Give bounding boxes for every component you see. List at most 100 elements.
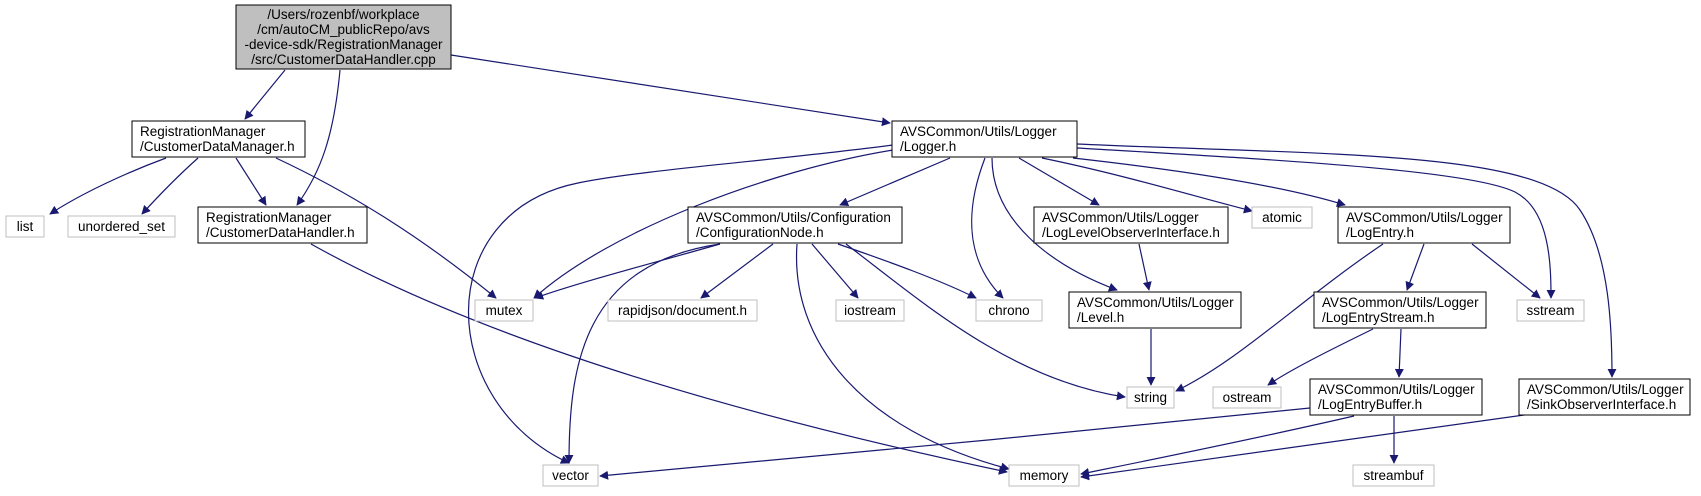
node-label-line: AVSCommon/Utils/Configuration [696,210,891,225]
edge-logentry-to-sstream [1471,243,1541,299]
node-label-line: AVSCommon/Utils/Logger [1346,210,1503,225]
edge-logger-to-confnode [839,157,951,206]
node-vector[interactable]: vector [542,464,599,487]
edge-logentrystream-to-ostream [1267,328,1374,386]
node-label-line: atomic [1262,210,1302,225]
node-logentry[interactable]: AVSCommon/Utils/Logger/LogEntry.h [1337,206,1511,244]
node-level[interactable]: AVSCommon/Utils/Logger/Level.h [1068,291,1242,329]
edges-layer [49,54,1617,481]
node-label-line: /cm/autoCM_publicRepo/avs [257,22,430,37]
node-label-line: list [17,219,34,234]
node-atomic[interactable]: atomic [1251,206,1313,229]
node-label-line: /Logger.h [900,139,956,154]
edge-confnode-to-vector [564,243,721,464]
edge-logger-to-sinkobs [1076,143,1617,378]
edge-root-to-logger [450,54,891,127]
node-label-line: /LogEntryBuffer.h [1318,397,1422,412]
node-label-line: rapidjson/document.h [618,303,747,318]
node-confnode[interactable]: AVSCommon/Utils/Configuration/Configurat… [687,206,903,244]
node-loglevelobs[interactable]: AVSCommon/Utils/Logger/LogLevelObserverI… [1033,206,1229,244]
node-box [1313,291,1487,329]
node-list[interactable]: list [5,215,45,238]
node-label-line: /SinkObserverInterface.h [1527,397,1676,412]
node-box [1309,378,1483,416]
node-label-line: /LogEntryStream.h [1322,310,1435,325]
node-label-line: /src/CustomerDataHandler.cpp [251,52,436,67]
node-label-line: /LogEntry.h [1346,225,1414,240]
node-logentrystream[interactable]: AVSCommon/Utils/Logger/LogEntryStream.h [1313,291,1487,329]
node-label-line: /Level.h [1077,310,1124,325]
node-cdm[interactable]: RegistrationManager/CustomerDataManager.… [131,120,306,158]
edge-cdm-to-mutex [275,157,497,299]
node-box [1126,386,1175,409]
edge-cdh-to-memory [310,243,1008,475]
node-label-line: AVSCommon/Utils/Logger [1322,295,1479,310]
node-box [835,299,905,322]
node-chrono[interactable]: chrono [975,299,1043,322]
node-cdh[interactable]: RegistrationManager/CustomerDataHandler.… [197,206,368,244]
edge-confnode-to-mutex [534,243,721,300]
node-root[interactable]: /Users/rozenbf/workplace/cm/autoCM_publi… [235,4,452,70]
node-label-line: RegistrationManager [140,124,266,139]
node-box [197,206,368,244]
node-label-line: string [1134,390,1167,405]
node-box [1518,378,1691,416]
node-box [1352,464,1435,487]
node-label-line: AVSCommon/Utils/Logger [1077,295,1234,310]
node-label-line: chrono [988,303,1029,318]
node-box [1337,206,1511,244]
edge-logentrybuffer-to-vector [599,407,1311,480]
node-sinkobs[interactable]: AVSCommon/Utils/Logger/SinkObserverInter… [1518,378,1691,416]
node-string[interactable]: string [1126,386,1175,409]
node-label-line: AVSCommon/Utils/Logger [900,124,1057,139]
node-logentrybuffer[interactable]: AVSCommon/Utils/Logger/LogEntryBuffer.h [1309,378,1483,416]
node-sstream[interactable]: sstream [1516,299,1585,322]
edge-logger-to-loglevelobs [1018,157,1100,206]
node-box [1516,299,1585,322]
node-box [542,464,599,487]
node-box [131,120,306,158]
node-box [1033,206,1229,244]
node-box [891,120,1078,158]
nodes-layer: /Users/rozenbf/workplace/cm/autoCM_publi… [5,4,1691,487]
node-ostream[interactable]: ostream [1212,386,1282,409]
edge-logger-to-atomic [1041,157,1253,214]
edge-confnode-to-string [845,243,1126,401]
node-label-line: unordered_set [78,219,165,234]
node-label-line: streambuf [1363,468,1423,483]
node-box [1212,386,1282,409]
edge-logentry-to-logentrystream [1405,243,1425,291]
node-mutex[interactable]: mutex [474,299,534,322]
node-rapidjson[interactable]: rapidjson/document.h [607,299,758,322]
node-label-line: iostream [844,303,896,318]
node-box [5,215,45,238]
edge-logentry-to-string [1175,243,1384,392]
edge-logentrybuffer-to-memory [1080,415,1355,477]
edge-cdm-to-unordered_set [141,157,199,215]
node-memory[interactable]: memory [1008,464,1080,487]
node-box [235,4,452,70]
node-iostream[interactable]: iostream [835,299,905,322]
node-label-line: /CustomerDataManager.h [140,139,295,154]
edge-confnode-to-iostream [811,243,859,299]
node-label-line: ostream [1223,390,1272,405]
node-label-line: RegistrationManager [206,210,332,225]
node-box [975,299,1043,322]
edge-sinkobs-to-memory [1080,413,1532,481]
node-streambuf[interactable]: streambuf [1352,464,1435,487]
node-label-line: -device-sdk/RegistrationManager [244,37,443,52]
node-label-line: /CustomerDataHandler.h [206,225,355,240]
edge-logger-to-level [991,157,1118,292]
edge-logger-to-mutex [533,149,894,299]
edge-root-to-cdm [244,69,286,120]
node-box [607,299,758,322]
node-logger[interactable]: AVSCommon/Utils/Logger/Logger.h [891,120,1078,158]
edge-cdm-to-cdh [235,157,267,206]
node-label-line: AVSCommon/Utils/Logger [1318,382,1475,397]
edge-logger-to-logentry [1072,157,1346,207]
node-label-line: /ConfigurationNode.h [696,225,824,240]
node-label-line: vector [552,468,589,483]
node-label-line: AVSCommon/Utils/Logger [1042,210,1199,225]
node-unordered_set[interactable]: unordered_set [67,215,176,238]
